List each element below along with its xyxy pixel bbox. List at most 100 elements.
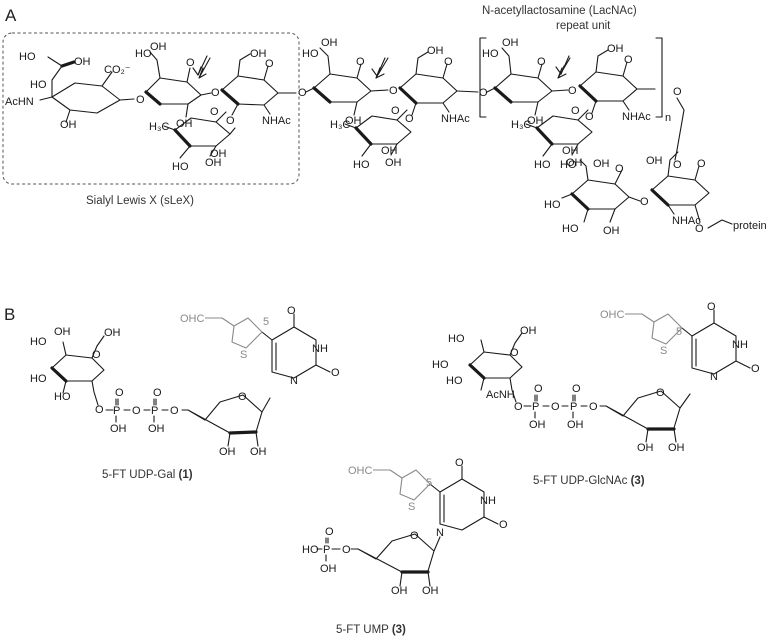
svg-text:O: O bbox=[331, 367, 340, 379]
svg-text:O: O bbox=[537, 56, 546, 68]
svg-text:NHAc: NHAc bbox=[441, 113, 470, 125]
svg-text:HO: HO bbox=[30, 79, 47, 91]
svg-text:O: O bbox=[695, 223, 704, 235]
svg-text:HO: HO bbox=[353, 159, 370, 171]
repeat-bracket-right bbox=[655, 37, 663, 118]
svg-text:OH: OH bbox=[345, 115, 362, 127]
molecule-udp-gal: HO OH OH O HO HO O P O OH O P O OH O O O… bbox=[30, 305, 340, 481]
svg-text:HO: HO bbox=[448, 333, 465, 345]
molecule-udp-glcnac: HO OH O HO HO AcNH O P O OH O P O OH O O… bbox=[432, 301, 760, 487]
svg-text:AcHN: AcHN bbox=[5, 96, 34, 108]
svg-text:OH: OH bbox=[527, 115, 544, 127]
svg-text:OH: OH bbox=[520, 325, 537, 337]
core-linker bbox=[674, 97, 685, 161]
svg-text:OH: OH bbox=[54, 326, 71, 338]
molecule-ump: HO P O OH O O OH OH O NH O N 5 S OHC 5-F… bbox=[302, 457, 508, 636]
svg-text:OH: OH bbox=[562, 145, 579, 157]
svg-text:P: P bbox=[113, 405, 120, 417]
svg-text:OH: OH bbox=[110, 423, 127, 435]
svg-text:HO: HO bbox=[560, 159, 577, 171]
svg-text:O: O bbox=[153, 387, 162, 399]
svg-text:NHAc: NHAc bbox=[672, 215, 701, 227]
svg-text:O: O bbox=[170, 405, 179, 417]
svg-text:HO: HO bbox=[432, 359, 449, 371]
svg-text:S: S bbox=[408, 501, 415, 513]
svg-text:O: O bbox=[568, 85, 577, 97]
svg-text:HO: HO bbox=[30, 373, 47, 385]
slex-caption: Sialyl Lewis X (sLeX) bbox=[86, 195, 194, 207]
svg-text:OH: OH bbox=[422, 585, 439, 597]
svg-text:N: N bbox=[710, 371, 718, 383]
svg-text:NH: NH bbox=[732, 339, 748, 351]
galactose-residue-1: HO OH O OH O bbox=[135, 41, 220, 130]
svg-text:NH: NH bbox=[480, 495, 496, 507]
svg-text:O: O bbox=[499, 519, 508, 531]
panel-a-label: A bbox=[5, 6, 17, 25]
svg-text:OH: OH bbox=[176, 118, 193, 130]
svg-text:HO: HO bbox=[302, 544, 319, 556]
svg-text:OH: OH bbox=[250, 48, 267, 60]
svg-text:OH: OH bbox=[646, 155, 663, 167]
svg-text:S: S bbox=[660, 345, 667, 357]
svg-text:OH: OH bbox=[250, 446, 267, 458]
repeat-bracket-left bbox=[479, 37, 487, 118]
svg-text:OH: OH bbox=[385, 157, 402, 169]
svg-text:P: P bbox=[570, 401, 577, 413]
caption-udp-glcnac: 5-FT UDP-GlcNAc (3) bbox=[533, 475, 645, 487]
svg-text:O: O bbox=[298, 87, 307, 99]
svg-text:P: P bbox=[151, 405, 158, 417]
svg-text:H₃C: H₃C bbox=[330, 119, 350, 131]
svg-text:O: O bbox=[444, 56, 453, 68]
svg-text:O: O bbox=[115, 387, 124, 399]
svg-text:OH: OH bbox=[150, 41, 167, 53]
svg-text:O: O bbox=[391, 105, 400, 117]
svg-text:O: O bbox=[589, 401, 598, 413]
galactose-residue-3: HO OH O OH O bbox=[482, 37, 577, 127]
svg-text:O: O bbox=[751, 363, 760, 375]
svg-text:OH: OH bbox=[427, 45, 444, 57]
svg-text:O: O bbox=[132, 405, 141, 417]
svg-text:HO: HO bbox=[54, 391, 71, 403]
svg-text:O: O bbox=[551, 401, 560, 413]
svg-text:HO: HO bbox=[172, 161, 189, 173]
svg-text:O: O bbox=[673, 86, 682, 98]
svg-text:CO₂⁻: CO₂⁻ bbox=[104, 64, 131, 76]
svg-text:H₃C: H₃C bbox=[511, 119, 531, 131]
repeat-unit-title: N-acetyllactosamine (LacNAc) bbox=[482, 5, 637, 17]
core-galactose-residue: HO OH O HO HO OH O bbox=[544, 158, 649, 237]
svg-text:HO: HO bbox=[446, 375, 463, 387]
svg-text:O: O bbox=[615, 163, 624, 175]
svg-text:OH: OH bbox=[381, 145, 398, 157]
glcnac-residue-3: OH O NHAc O O bbox=[578, 43, 682, 123]
svg-text:OH: OH bbox=[391, 585, 408, 597]
svg-text:OH: OH bbox=[607, 43, 624, 55]
svg-text:OH: OH bbox=[210, 148, 227, 160]
svg-text:OH: OH bbox=[529, 419, 546, 431]
glcnac-residue-1: OH O NHAc O bbox=[220, 48, 297, 127]
slex-box bbox=[2, 32, 300, 185]
svg-text:O: O bbox=[410, 530, 419, 542]
svg-text:O: O bbox=[136, 94, 145, 106]
svg-text:OH: OH bbox=[567, 419, 584, 431]
svg-text:O: O bbox=[656, 387, 665, 399]
repeat-unit-subtitle: repeat unit bbox=[556, 20, 611, 32]
galactose-residue-2: HO OH O OH O O bbox=[298, 37, 398, 127]
svg-text:S: S bbox=[240, 349, 247, 361]
svg-text:O: O bbox=[265, 58, 274, 70]
svg-text:O: O bbox=[342, 544, 351, 556]
svg-text:O: O bbox=[624, 54, 633, 66]
svg-text:HO: HO bbox=[534, 159, 551, 171]
svg-text:OH: OH bbox=[148, 423, 165, 435]
repeat-n-label: n bbox=[665, 112, 671, 124]
svg-text:O: O bbox=[238, 391, 247, 403]
svg-text:OH: OH bbox=[219, 446, 236, 458]
svg-text:O: O bbox=[389, 85, 398, 97]
svg-text:O: O bbox=[697, 158, 706, 170]
svg-text:OH: OH bbox=[205, 157, 222, 169]
svg-text:O: O bbox=[510, 347, 519, 359]
svg-text:NHAc: NHAc bbox=[622, 111, 651, 123]
svg-text:OH: OH bbox=[502, 37, 519, 49]
svg-text:O: O bbox=[356, 56, 365, 68]
svg-text:HO: HO bbox=[135, 48, 152, 60]
svg-text:O: O bbox=[514, 401, 523, 413]
